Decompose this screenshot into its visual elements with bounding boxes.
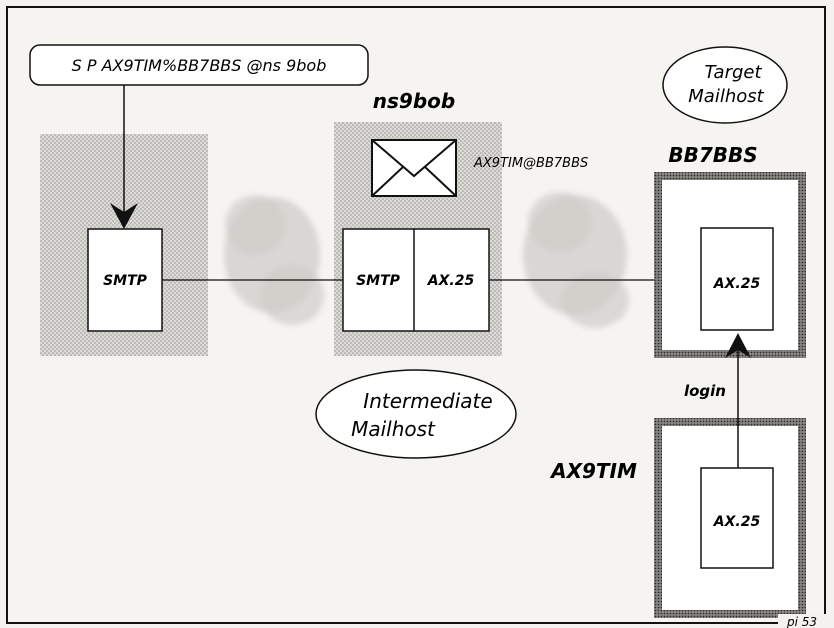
user-ax25-label: AX.25: [713, 514, 761, 530]
left-smtp-label: SMTP: [103, 273, 148, 289]
page-ref-bg: [778, 614, 826, 628]
intermediate-host-name: ns9bob: [373, 89, 455, 113]
target-host-name: BB7BBS: [668, 143, 757, 167]
envelope-address: AX9TIM@BB7BBS: [473, 156, 588, 171]
command-text: S P AX9TIM%BB7BBS @ns 9bob: [72, 56, 327, 75]
target-ax25-label: AX.25: [713, 276, 761, 292]
intermediate-ellipse-line1: Intermediate: [363, 389, 492, 413]
intermediate-mailhost-ellipse: [315, 369, 517, 459]
user-host-name: AX9TIM: [549, 459, 637, 483]
mid-smtp-label: SMTP: [356, 273, 401, 289]
target-ax25-box: [700, 227, 774, 331]
target-mailhost-ellipse: [662, 46, 788, 124]
page-ref: pi 53: [786, 615, 817, 628]
network-cloud-right: [523, 192, 629, 328]
command-arrow-head: [110, 203, 138, 229]
target-ellipse-line1: Target: [704, 62, 762, 83]
mid-ax25-label: AX.25: [427, 273, 475, 289]
user-ax25-box: [700, 467, 774, 569]
intermediate-ellipse-line2: Mailhost: [351, 417, 436, 441]
login-arrow-head: [725, 333, 751, 358]
target-ellipse-line2: Mailhost: [688, 86, 764, 107]
left-smtp-box: [87, 228, 163, 332]
login-label: login: [684, 382, 726, 400]
envelope-icon: [371, 139, 457, 197]
command-callout: [29, 44, 369, 86]
intermediate-stack-box: [342, 228, 490, 332]
